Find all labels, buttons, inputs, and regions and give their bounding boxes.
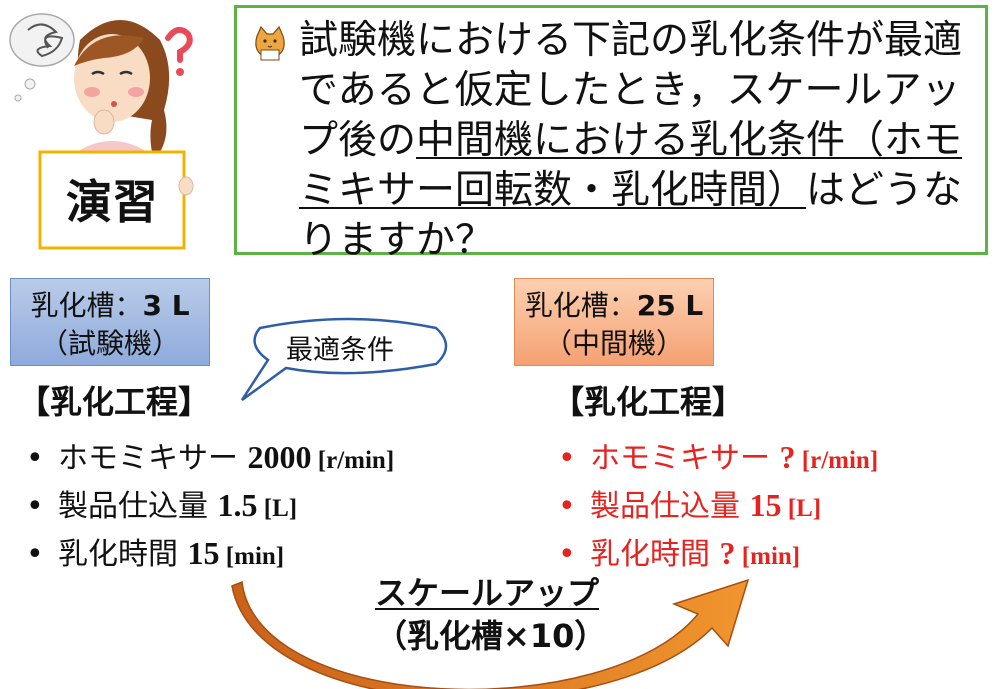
tank-mid-prefix: 乳化槽： [524, 289, 637, 322]
tank-test-prefix: 乳化槽： [30, 289, 143, 322]
tank-mid-name: （中間機） [543, 327, 684, 360]
left-process-title: 【乳化工程】 [18, 383, 211, 421]
tank-test-label: 乳化槽：3 L （試験機） [10, 278, 210, 366]
left-item-homomixer: •ホモミキサー 2000 [r/min] [26, 439, 395, 476]
left-item-volume: •製品仕込量 1.5 [L] [26, 487, 298, 524]
right-process-title: 【乳化工程】 [552, 383, 745, 421]
tank-mid-volume: 25 L [636, 289, 704, 322]
right-item-homomixer: •ホモミキサー ? [r/min] [558, 439, 879, 476]
question-mark-icon [165, 26, 193, 76]
speech-bubble [240, 317, 448, 402]
question-text-underlined: 中間機における乳化条件（ホモミキサー回転数・乳化時間） [299, 118, 963, 213]
tank-test-name: （試験機） [39, 327, 180, 360]
exercise-sign [38, 150, 186, 250]
right-item-volume: •製品仕込量 15 [L] [558, 487, 822, 524]
question-text-after: はどうなりますか？ [299, 168, 963, 263]
question-box: 試験機における下記の乳化条件が最適であると仮定したとき，スケールアップ後の中間機… [234, 5, 988, 263]
scaleup-label: スケールアップ [375, 574, 600, 612]
bubble-text: 最適条件 [286, 335, 394, 366]
curved-arrow-icon [231, 578, 750, 689]
exercise-label: 演習 [66, 175, 158, 229]
scaleup-sub: （乳化槽×10） [375, 617, 607, 655]
left-item-time: •乳化時間 15 [min] [26, 535, 285, 572]
character-illustration: 演習 [9, 13, 194, 250]
right-item-time: •乳化時間 ? [min] [558, 535, 801, 572]
tank-mid-label: 乳化槽：25 L （中間機） [514, 278, 714, 366]
question-text: 試験機における下記の乳化条件が最適であると仮定したとき，スケールアップ後の中間機… [299, 16, 971, 266]
thought-cloud-icon [9, 13, 75, 102]
tank-test-volume: 3 L [142, 289, 190, 322]
cat-icon [255, 25, 285, 61]
question-text-before: 試験機における下記の乳化条件が最適であると仮定したとき，スケールアップ後の [299, 18, 963, 163]
